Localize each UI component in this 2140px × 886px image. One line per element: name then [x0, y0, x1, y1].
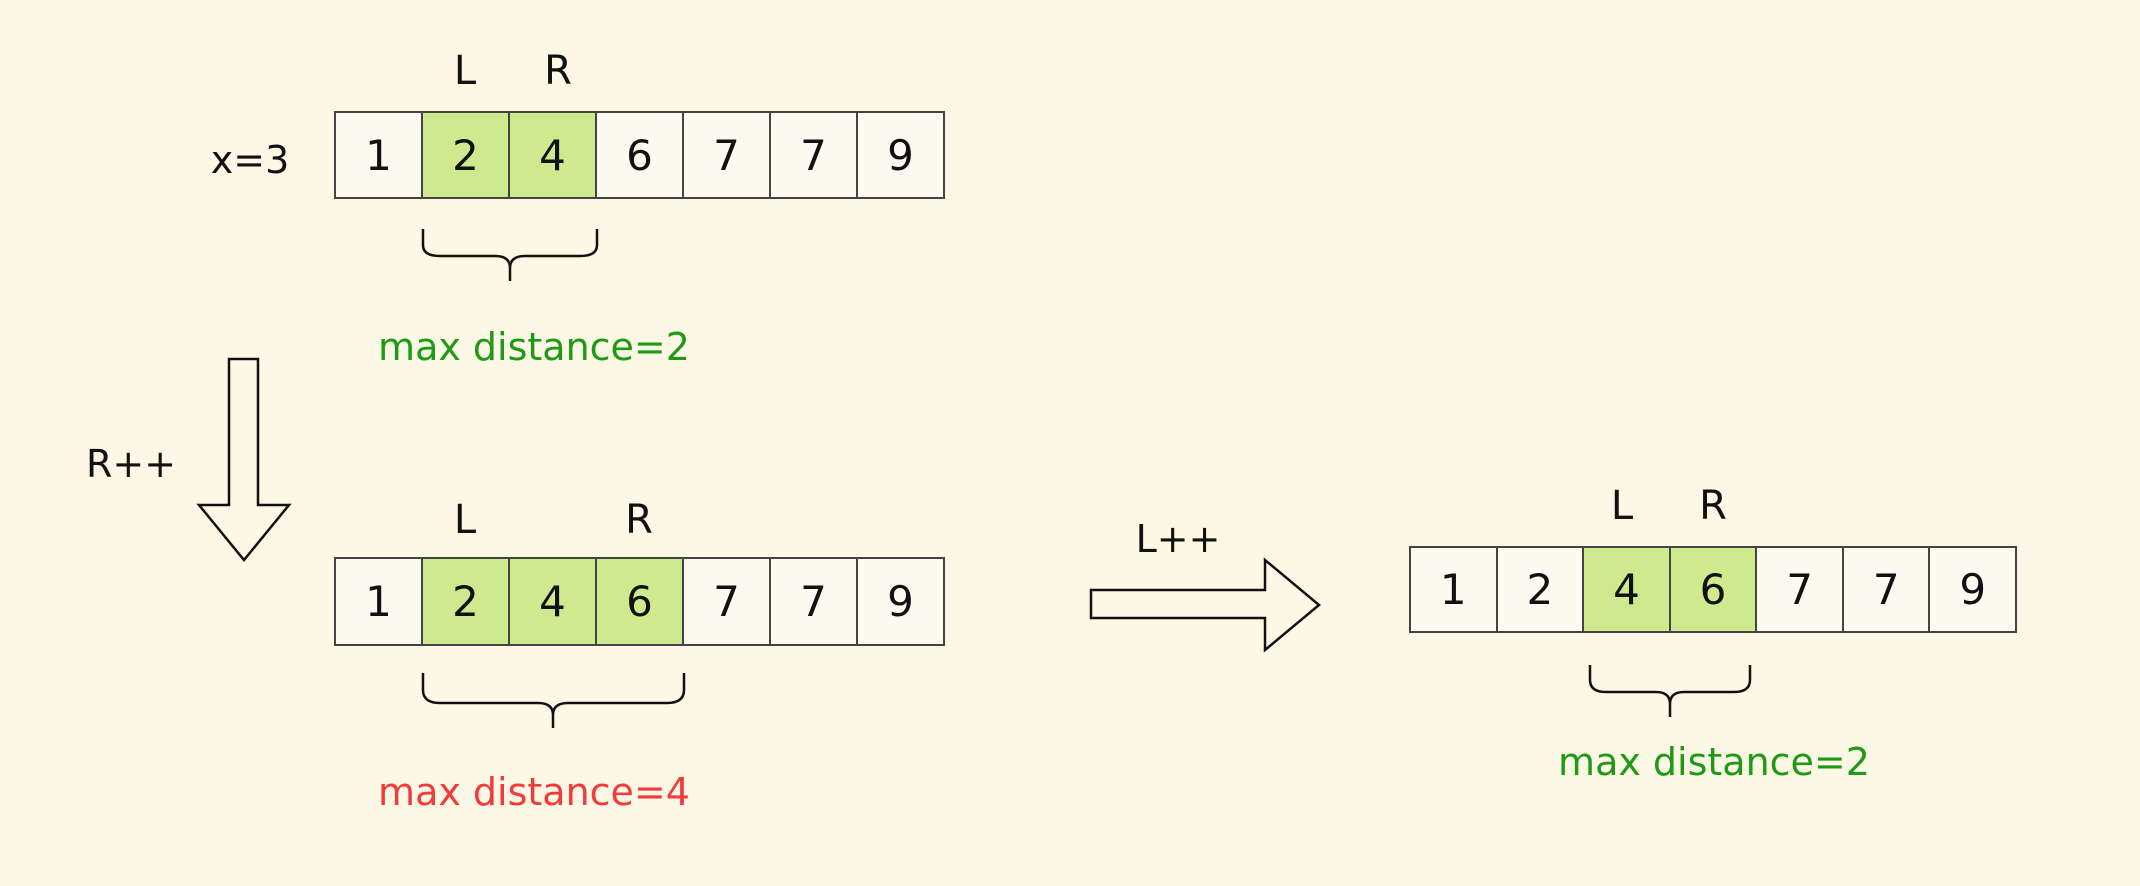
array-cell: 9	[858, 559, 943, 644]
array-step-2: 1 2 4 6 7 7 9	[334, 557, 945, 646]
right-pointer-label: R	[1699, 483, 1727, 529]
array-cell: 1	[1411, 548, 1498, 631]
array-cell: 7	[684, 559, 771, 644]
brace-step-2	[421, 673, 686, 728]
array-cell: 1	[336, 559, 423, 644]
result-label-step-3: max distance=2	[1558, 740, 1870, 784]
brace-step-1	[421, 229, 599, 281]
array-cell: 2	[1497, 548, 1585, 631]
right-pointer-label: R	[625, 497, 653, 543]
brace-step-3	[1588, 665, 1752, 717]
result-label-step-2: max distance=4	[378, 770, 690, 814]
array-cell: 7	[1757, 548, 1844, 631]
array-cell: 7	[684, 113, 771, 197]
array-cell-left: 2	[423, 559, 510, 644]
array-step-1: 1 2 4 6 7 7 9	[334, 111, 945, 199]
x-value-label: x=3	[210, 138, 290, 182]
array-cell: 1	[336, 113, 423, 197]
transition-right-label: L++	[1135, 517, 1221, 561]
left-pointer-label: L	[453, 497, 477, 543]
array-cell-left: 2	[423, 113, 510, 197]
array-cell-right: 6	[1670, 548, 1758, 631]
array-step-3: 1 2 4 6 7 7 9	[1409, 546, 2017, 633]
result-label-step-1: max distance=2	[378, 325, 690, 369]
array-cell: 7	[771, 559, 858, 644]
right-pointer-label: R	[544, 48, 572, 94]
array-cell-window: 4	[510, 559, 597, 644]
array-cell: 9	[858, 113, 943, 197]
right-arrow-icon	[1089, 557, 1321, 653]
array-cell: 9	[1930, 548, 2016, 631]
left-pointer-label: L	[1610, 483, 1634, 529]
array-cell-left: 4	[1584, 548, 1671, 631]
left-pointer-label: L	[453, 48, 477, 94]
array-cell: 7	[771, 113, 858, 197]
array-cell-right: 6	[597, 559, 684, 644]
array-cell-right: 4	[510, 113, 597, 197]
array-cell: 7	[1843, 548, 1931, 631]
down-arrow-icon	[196, 357, 292, 562]
transition-down-label: R++	[85, 442, 177, 486]
array-cell: 6	[597, 113, 684, 197]
